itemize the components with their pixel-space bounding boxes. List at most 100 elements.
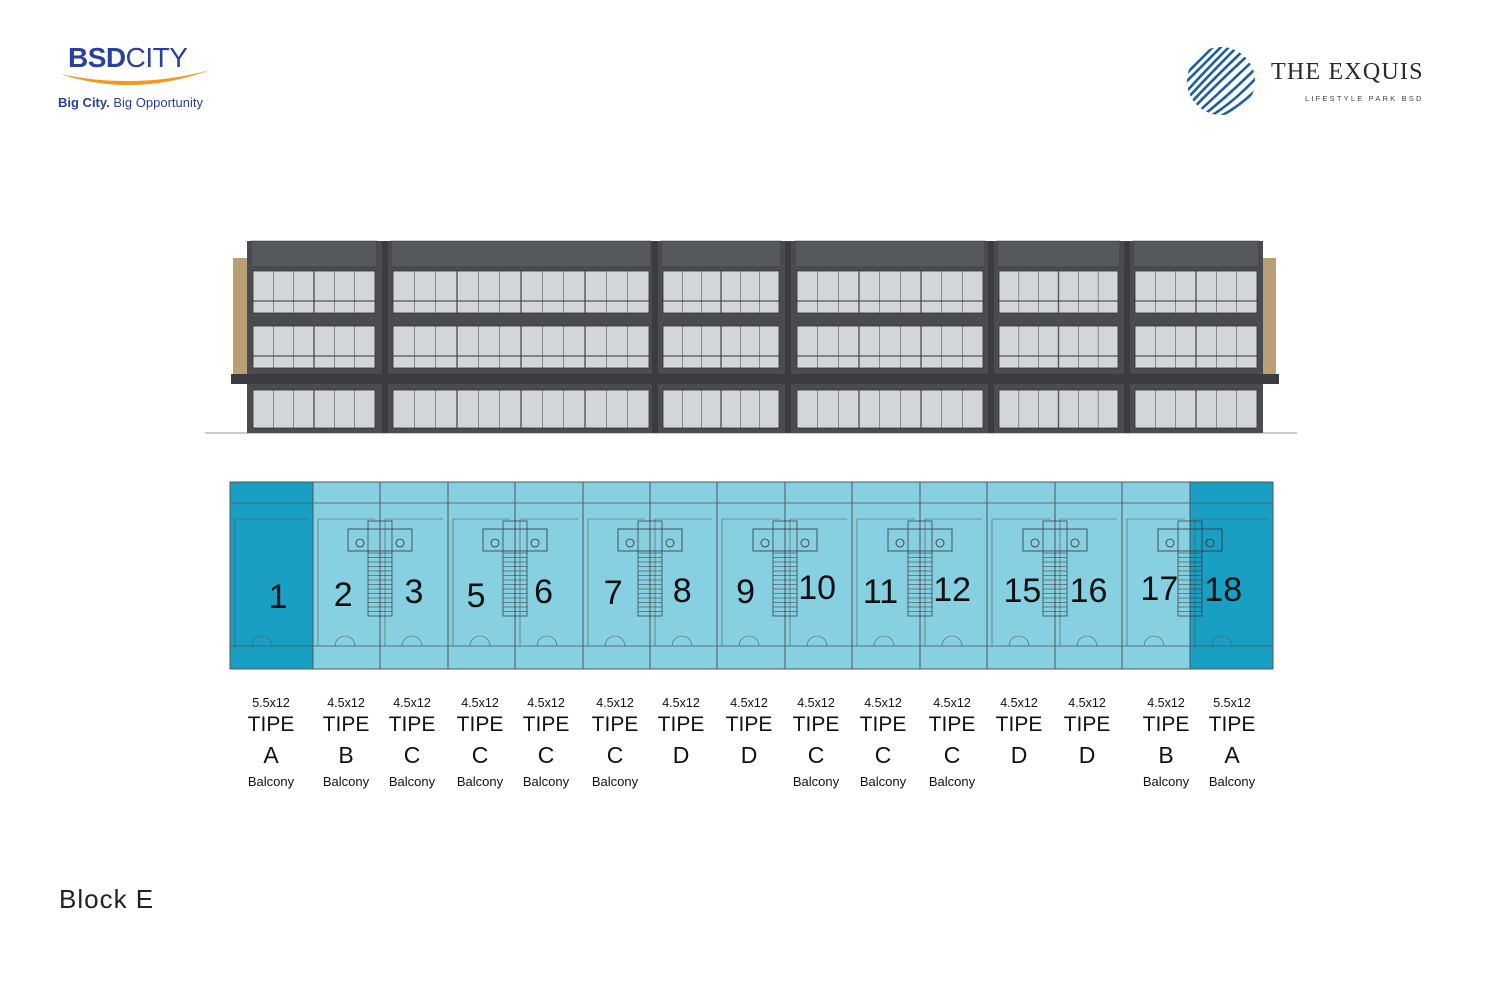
unit-number: 9 — [736, 573, 755, 611]
unit-type-code: C — [403, 742, 421, 768]
unit-type-code: B — [1158, 742, 1174, 768]
door-arc — [1076, 635, 1088, 647]
divider-column — [785, 241, 791, 433]
unit-size: 4.5x12 — [461, 696, 499, 710]
unit-number: 18 — [1204, 571, 1242, 609]
roof-cap — [1132, 240, 1260, 268]
toilet-icon — [1070, 538, 1080, 548]
facade-bay — [1132, 240, 1260, 429]
unit-size: 4.5x12 — [933, 696, 971, 710]
staircase-core — [1157, 520, 1223, 617]
unit-type-code: C — [606, 742, 624, 768]
unit-balcony: Balcony — [522, 774, 570, 789]
unit-size: 4.5x12 — [1147, 696, 1185, 710]
door-arc — [738, 635, 750, 647]
door-arc — [806, 635, 818, 647]
unit-balcony: Balcony — [792, 774, 840, 789]
door-arc — [411, 635, 423, 647]
unit-balcony: Balcony — [322, 774, 370, 789]
door-arc — [334, 635, 346, 647]
unit-size: 4.5x12 — [864, 696, 902, 710]
canopy — [231, 374, 1279, 384]
bsd-brand-bold: BSD — [68, 42, 126, 73]
unit-number: 7 — [604, 574, 623, 612]
toilet-block — [617, 528, 683, 552]
door-arc — [681, 635, 693, 647]
bsd-swoosh-icon — [60, 70, 210, 86]
unit-tipe: TIPE — [859, 713, 907, 736]
unit-tipe: TIPE — [1142, 713, 1190, 736]
unit-type-code: C — [807, 742, 825, 768]
door-arc — [344, 635, 356, 647]
bsd-wordmark: BSDCITY — [68, 42, 188, 74]
door-arc — [536, 635, 548, 647]
bsd-tagline-regular: Big Opportunity — [109, 95, 203, 110]
side-panel — [1260, 258, 1276, 378]
door-arc — [469, 635, 481, 647]
unit-number: 5 — [467, 577, 486, 615]
building-elevation — [205, 240, 1297, 434]
toilet-icon — [800, 538, 810, 548]
unit-cell — [986, 481, 1056, 670]
toilet-icon — [665, 538, 675, 548]
unit-cell — [1189, 481, 1274, 670]
facade-bay — [794, 240, 986, 429]
unit-balcony: Balcony — [456, 774, 504, 789]
unit-balcony: Balcony — [591, 774, 639, 789]
stair-outline — [907, 520, 933, 617]
unit-number: 10 — [798, 569, 836, 607]
door-arc — [1008, 635, 1020, 647]
door-arc — [748, 635, 760, 647]
door-arc — [873, 635, 885, 647]
staircase-core — [347, 520, 413, 617]
unit-balcony: Balcony — [1142, 774, 1190, 789]
unit-tipe: TIPE — [928, 713, 976, 736]
unit-size: 4.5x12 — [393, 696, 431, 710]
stair-outline — [637, 520, 663, 617]
unit-balcony: Balcony — [388, 774, 436, 789]
door-arc — [1086, 635, 1098, 647]
unit-tipe: TIPE — [247, 713, 295, 736]
window-band — [796, 389, 984, 429]
unit-type-code: C — [943, 742, 961, 768]
staircase-core — [887, 520, 953, 617]
unit-tipe: TIPE — [1063, 713, 1111, 736]
bsd-tagline: Big City. Big Opportunity — [58, 95, 203, 110]
unit-balcony: Balcony — [928, 774, 976, 789]
unit-tipe: TIPE — [522, 713, 570, 736]
unit-size: 4.5x12 — [797, 696, 835, 710]
unit-number: 6 — [534, 573, 553, 611]
unit-size: 4.5x12 — [327, 696, 365, 710]
roof-cap — [660, 240, 782, 268]
unit-plot — [1189, 481, 1274, 670]
exquis-name: THE EXQUIS — [1271, 59, 1424, 85]
unit-tipe: TIPE — [995, 713, 1043, 736]
door-arc — [1153, 635, 1165, 647]
unit-balcony: Balcony — [859, 774, 907, 789]
divider-column — [382, 241, 388, 433]
toilet-icon — [1165, 538, 1175, 548]
unit-type-code: A — [1224, 742, 1240, 768]
divider-column — [988, 241, 994, 433]
door-arc — [261, 635, 273, 647]
staircase-core — [752, 520, 818, 617]
toilet-block — [482, 528, 548, 552]
door-arc — [1211, 635, 1223, 647]
window-band — [796, 325, 984, 369]
toilet-icon — [935, 538, 945, 548]
the-exquis-logo: THE EXQUIS LIFESTYLE PARK BSD — [1185, 45, 1455, 117]
unit-number: 12 — [933, 571, 971, 609]
toilet-icon — [625, 538, 635, 548]
stair-outline — [502, 520, 528, 617]
toilet-icon — [760, 538, 770, 548]
unit-number: 8 — [673, 572, 692, 610]
unit-size: 4.5x12 — [730, 696, 768, 710]
window-band — [796, 270, 984, 314]
unit-size: 5.5x12 — [252, 696, 290, 710]
